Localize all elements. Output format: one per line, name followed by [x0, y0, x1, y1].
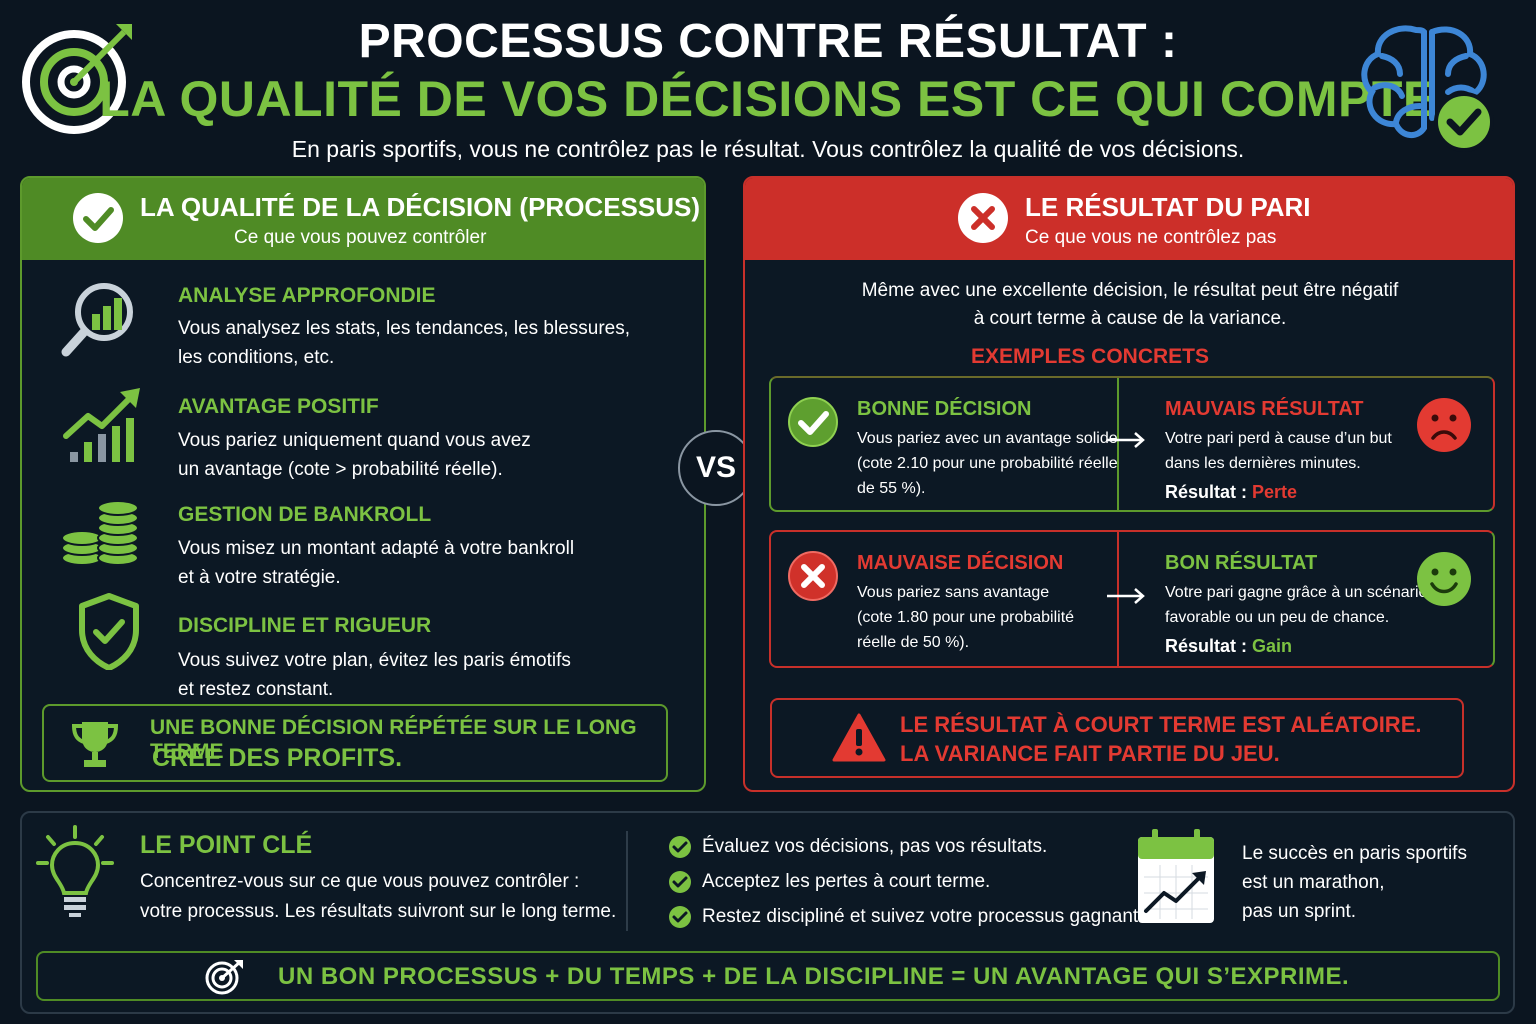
marathon-line1: Le succès en paris sportifs [1242, 843, 1467, 864]
check-circle-icon [72, 192, 124, 244]
process-panel-title: LA QUALITÉ DE LA DÉCISION (PROCESSUS) [140, 192, 700, 222]
warning-icon [832, 712, 886, 764]
item-text-bankroll-1: Vous misez un montant adapté à votre ban… [178, 538, 575, 559]
calendar-growth-icon [1134, 827, 1218, 927]
check-circle-icon [668, 835, 692, 859]
result-intro-line2: à court terme à cause de la variance. [973, 308, 1287, 329]
target-icon [204, 959, 244, 995]
item-text-discipline-1: Vous suivez votre plan, évitez les paris… [178, 650, 571, 671]
formula-banner-text: UN BON PROCESSUS + DU TEMPS + DE LA DISC… [278, 963, 1350, 990]
x-circle-icon [787, 550, 839, 602]
key-point-text-2: votre processus. Les résultats suivront … [140, 901, 617, 922]
check-item-3: Restez discipliné et suivez votre proces… [702, 906, 1144, 927]
item-text-analysis-2: les conditions, etc. [178, 347, 335, 368]
process-callout: UNE BONNE DÉCISION RÉPÉTÉE SUR LE LONG T… [42, 704, 668, 782]
result-panel: LE RÉSULTAT DU PARI Ce que vous ne contr… [743, 176, 1515, 792]
result-label: Résultat : [1165, 482, 1248, 502]
example-bad-decision-text-3: réelle de 50 %). [857, 634, 970, 651]
result-intro-line1: Même avec une excellente décision, le ré… [861, 280, 1399, 301]
brain-check-icon [1356, 22, 1496, 152]
example-good-decision-title: BONNE DÉCISION [857, 398, 1032, 420]
result-label: Résultat : [1165, 636, 1248, 656]
result-panel-header: LE RÉSULTAT DU PARI Ce que vous ne contr… [745, 178, 1513, 260]
formula-banner: UN BON PROCESSUS + DU TEMPS + DE LA DISC… [36, 951, 1500, 1001]
vs-badge: VS [678, 430, 754, 506]
example-good-result-text-1: Votre pari gagne grâce à un scénario [1165, 584, 1428, 601]
item-text-analysis-1: Vous analysez les stats, les tendances, … [178, 318, 631, 339]
trophy-icon [70, 718, 120, 770]
item-title-bankroll: GESTION DE BANKROLL [178, 503, 432, 526]
example-bad-result-text-1: Votre pari perd à cause d’un but [1165, 430, 1392, 447]
example-good-decision-text-3: de 55 %). [857, 480, 926, 497]
example-good-decision-text-2: (cote 2.10 pour une probabilité réelle [857, 455, 1118, 472]
example-bad-result-label: Résultat : Perte [1165, 482, 1297, 503]
process-panel-subtitle: Ce que vous pouvez contrôler [234, 227, 487, 248]
happy-face-icon [1415, 550, 1473, 608]
shield-check-icon [76, 592, 142, 671]
example-good-result-label: Résultat : Gain [1165, 636, 1292, 657]
item-text-discipline-2: et restez constant. [178, 679, 334, 700]
item-title-discipline: DISCIPLINE ET RIGUEUR [178, 614, 432, 637]
example-good-decision-text-1: Vous pariez avec un avantage solide [857, 430, 1118, 447]
key-point-title: LE POINT CLÉ [140, 831, 313, 859]
result-panel-subtitle: Ce que vous ne contrôlez pas [1025, 227, 1277, 248]
check-item-2: Acceptez les pertes à court terme. [702, 871, 991, 892]
divider [626, 831, 628, 931]
process-callout-line2: CRÉE DES PROFITS. [152, 744, 403, 772]
process-panel: LA QUALITÉ DE LA DÉCISION (PROCESSUS) Ce… [20, 176, 706, 792]
check-circle-icon [668, 905, 692, 929]
item-text-edge-1: Vous pariez uniquement quand vous avez [178, 430, 531, 451]
x-circle-icon [957, 192, 1009, 244]
marathon-line2: est un marathon, [1242, 872, 1385, 893]
result-panel-title: LE RÉSULTAT DU PARI [1025, 192, 1311, 222]
examples-title: EXEMPLES CONCRETS [970, 345, 1210, 368]
check-circle-icon [668, 870, 692, 894]
process-panel-header: LA QUALITÉ DE LA DÉCISION (PROCESSUS) Ce… [22, 178, 704, 260]
example-bad-result-title: MAUVAIS RÉSULTAT [1165, 398, 1364, 420]
magnifier-chart-icon [60, 280, 136, 360]
process-callout-line1: UNE BONNE DÉCISION RÉPÉTÉE SUR LE LONG T… [150, 716, 637, 763]
example-good-decision: BONNE DÉCISION Vous pariez avec un avant… [769, 376, 1495, 512]
result-value-gain: Gain [1252, 636, 1293, 656]
arrow-right-icon [1105, 430, 1149, 450]
example-bad-decision-text-1: Vous pariez sans avantage [857, 584, 1050, 601]
target-icon [20, 20, 132, 136]
item-text-bankroll-2: et à votre stratégie. [178, 567, 341, 588]
page-title-line1: PROCESSUS CONTRE RÉSULTAT : [358, 15, 1178, 68]
item-title-analysis: ANALYSE APPROFONDIE [178, 284, 436, 307]
variance-callout-line2: LA VARIANCE FAIT PARTIE DU JEU. [900, 741, 1280, 766]
variance-callout-line1: LE RÉSULTAT À COURT TERME EST ALÉATOIRE. [900, 712, 1422, 737]
example-good-result-text-2: favorable ou un peu de chance. [1165, 609, 1390, 626]
example-bad-decision: MAUVAISE DÉCISION Vous pariez sans avant… [769, 530, 1495, 668]
example-bad-result-text-2: dans les dernières minutes. [1165, 455, 1361, 472]
marathon-line3: pas un sprint. [1242, 901, 1357, 922]
check-circle-icon [787, 396, 839, 448]
page-title-line2: LA QUALITÉ DE VOS DÉCISIONS EST CE QUI C… [99, 71, 1437, 127]
check-item-1: Évaluez vos décisions, pas vos résultats… [702, 836, 1048, 857]
lightbulb-icon [36, 825, 114, 919]
key-point-panel: LE POINT CLÉ Concentrez-vous sur ce que … [20, 811, 1515, 1014]
example-bad-decision-title: MAUVAISE DÉCISION [857, 552, 1064, 574]
key-point-text-1: Concentrez-vous sur ce que vous pouvez c… [140, 871, 580, 892]
sad-face-icon [1415, 396, 1473, 454]
item-title-edge: AVANTAGE POSITIF [178, 395, 379, 418]
coins-stack-icon [60, 496, 144, 568]
result-value-loss: Perte [1252, 482, 1298, 502]
page-subtitle: En paris sportifs, vous ne contrôlez pas… [291, 136, 1245, 162]
example-bad-decision-text-2: (cote 1.80 pour une probabilité [857, 609, 1075, 626]
example-good-result-title: BON RÉSULTAT [1165, 552, 1318, 574]
growth-chart-icon [62, 386, 142, 466]
variance-callout: LE RÉSULTAT À COURT TERME EST ALÉATOIRE.… [770, 698, 1464, 778]
item-text-edge-2: un avantage (cote > probabilité réelle). [178, 459, 503, 480]
arrow-right-icon [1105, 586, 1149, 606]
